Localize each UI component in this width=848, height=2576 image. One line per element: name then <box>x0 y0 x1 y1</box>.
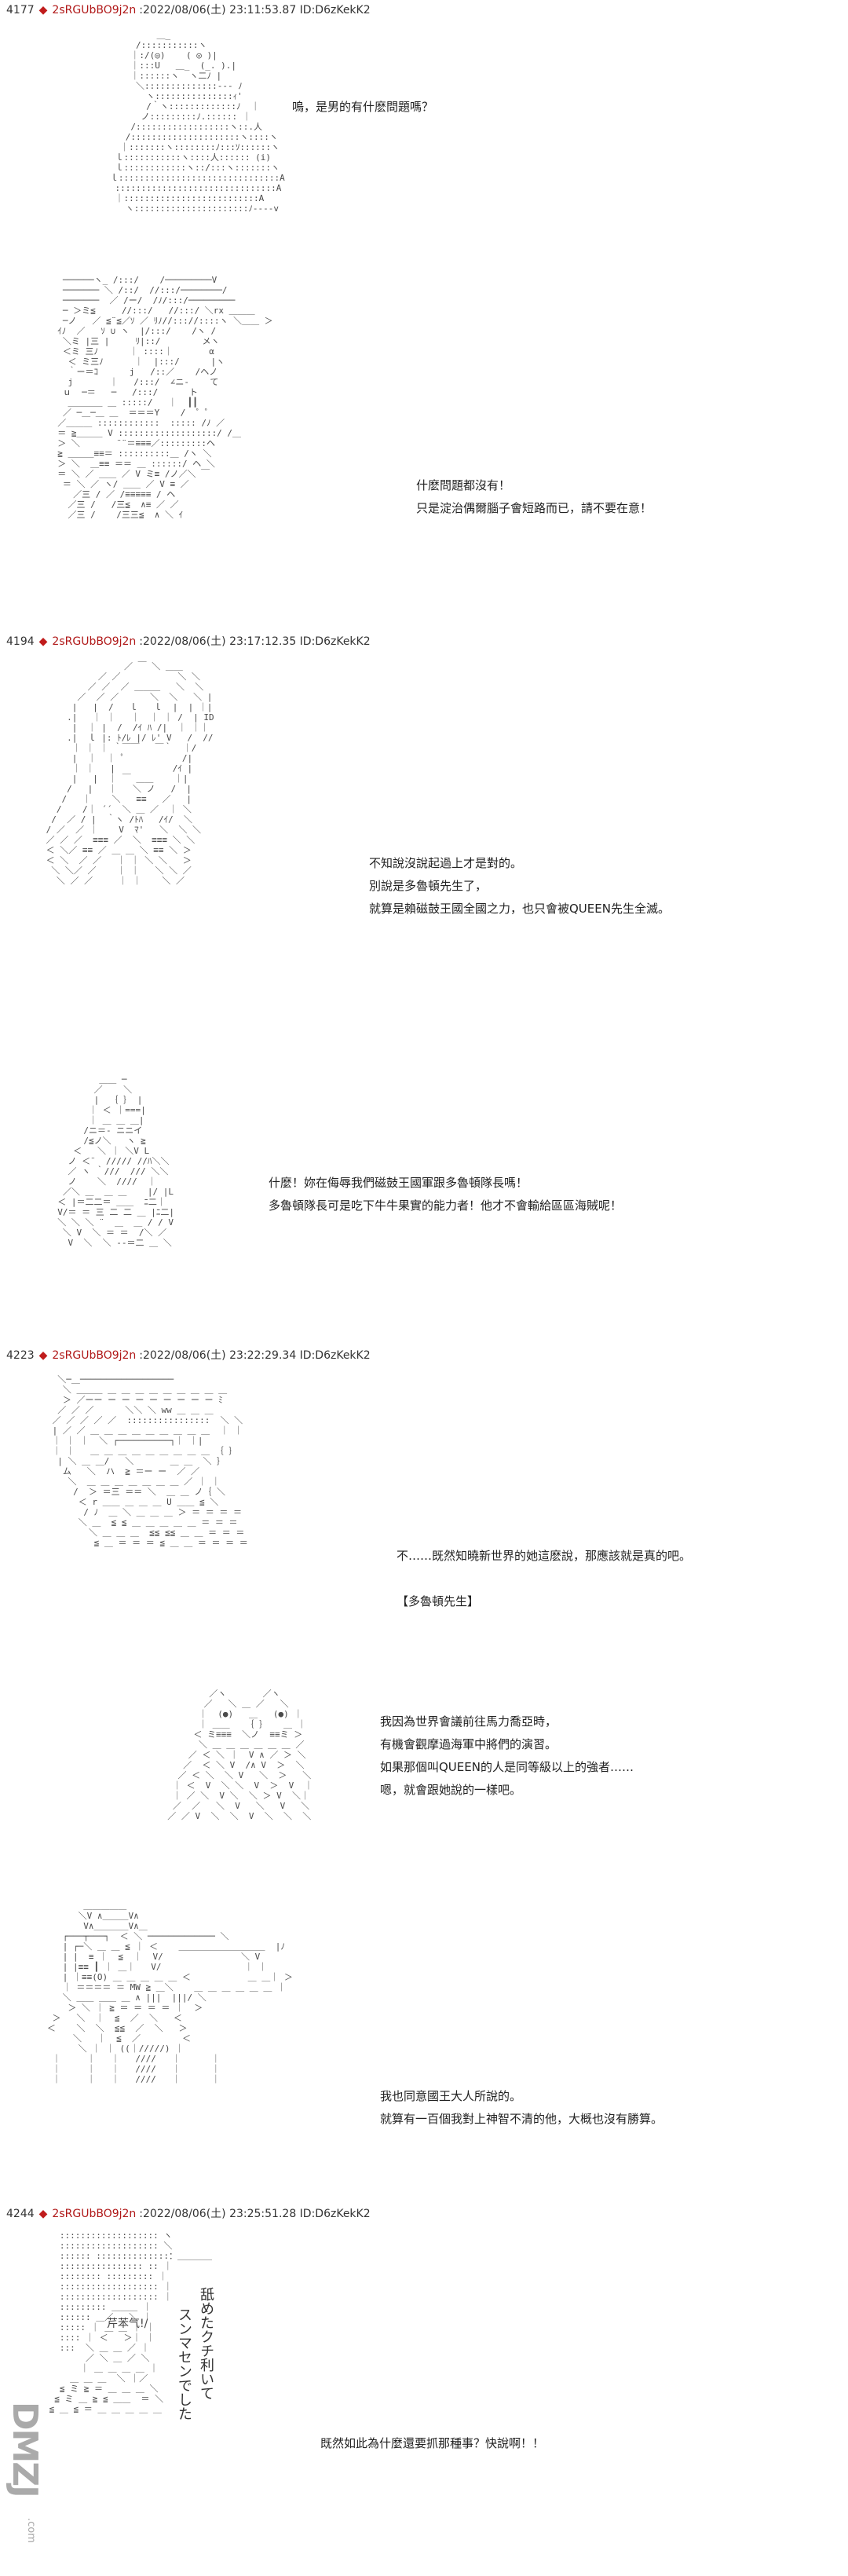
trip-diamond-icon: ◆ <box>38 1349 48 1362</box>
watermark-logo: DMZJ .com <box>3 2402 46 2559</box>
dialogue-line: 嗯，就會跟她說的一樣吧。 <box>380 1783 522 1797</box>
poster-name[interactable]: 2sRGUbBO9j2n <box>52 2208 137 2220</box>
poster-name[interactable]: 2sRGUbBO9j2n <box>52 1349 137 1362</box>
post-number: 4194 <box>6 635 35 648</box>
dialogue-line: 我也同意國王大人所說的。 <box>380 2089 522 2103</box>
vertical-text-left: スンマセンでした <box>176 2307 192 2420</box>
dialogue-line: 不知說沒說起過上才是對的。 <box>369 856 523 870</box>
dialogue-line: 別說是多魯頓先生了， <box>369 879 488 893</box>
ascii-art-scene: ──────ヽ_ /:::/ /─────────V ─────── ＼ /::… <box>57 275 273 520</box>
dialogue-line: 我因為世界會議前往馬力喬亞時， <box>380 1714 557 1729</box>
post-header: 4194◆ 2sRGUbBO9j2n:2022/08/06(土) 23:17:12… <box>6 633 371 653</box>
poster-name[interactable]: 2sRGUbBO9j2n <box>52 4 137 16</box>
dialogue-line: 有機會觀摩過海軍中將們的演習。 <box>380 1737 557 1751</box>
trip-diamond-icon: ◆ <box>38 4 48 16</box>
post-number: 4223 <box>6 1349 35 1362</box>
ascii-art-figure: ／ ￣ ＼ ＿＿ ／ ／ ＼ ＼ ／ ／ ／ ＿＿＿ ＼ ＼ ／ ／ ／ ＼ ＼… <box>46 661 214 886</box>
inset-text: 芹苯气!/ <box>107 2318 148 2330</box>
post-number: 4244 <box>6 2208 35 2220</box>
ascii-art-figure: ::::::::::::::::::: ヽ ::::::::::::::::::… <box>49 2230 212 2414</box>
dialogue-box: 什麼！妳在侮辱我們磁鼓王國軍跟多魯頓隊長嗎！ 多魯頓隊長可是吃下牛牛果實的能力者… <box>269 1172 622 1217</box>
dialogue-line: 【多魯頓先生】 <box>397 1594 480 1608</box>
dialogue-line: 嗚，是男的有什麽問題嗎？ <box>292 100 434 114</box>
dialogue-line: 什麽問題都沒有！ <box>416 478 511 492</box>
post-header: 4177◆ 2sRGUbBO9j2n:2022/08/06(土) 23:11:53… <box>6 2 371 22</box>
post-number: 4177 <box>6 4 35 16</box>
post-meta: :2022/08/06(土) 23:17:12.35 ID:D6zKekK2 <box>139 635 371 648</box>
dialogue-box: 我也同意國王大人所說的。 就算有一百個我對上神智不清的他，大概也沒有勝算。 <box>380 2085 663 2131</box>
dialogue-box: 不……既然知曉新世界的她這麽說，那應該就是真的吧。 【多魯頓先生】 <box>397 1545 691 1613</box>
trip-diamond-icon: ◆ <box>38 635 48 648</box>
post-meta: :2022/08/06(土) 23:22:29.34 ID:D6zKekK2 <box>139 1349 371 1362</box>
watermark-sub: .com <box>25 2518 37 2543</box>
dialogue-box: 我因為世界會議前往馬力喬亞時， 有機會觀摩過海軍中將們的演習。 如果那個叫QUE… <box>380 1711 634 1802</box>
dialogue-line: 就算有一百個我對上神智不清的他，大概也沒有勝算。 <box>380 2112 663 2126</box>
dialogue-line: 既然如此為什麼還要抓那種事？快說啊！！ <box>320 2436 545 2450</box>
post-meta: :2022/08/06(土) 23:11:53.87 ID:D6zKekK2 <box>139 4 371 16</box>
dialogue-box: 嗚，是男的有什麽問題嗎？ <box>292 96 433 119</box>
ascii-art-figure: ／ヽ ／ヽ ／ ＼ ＿ ／ ＼ ｜ (●) ＿ (●) ｜ ｜ ＿＿ ｛ ｝ ＿… <box>167 1689 313 1821</box>
trip-diamond-icon: ◆ <box>38 2208 48 2220</box>
dialogue-line: 什麼！妳在侮辱我們磁鼓王國軍跟多魯頓隊長嗎！ <box>269 1176 528 1190</box>
ascii-art-scene: ＿＿＿＿＿ ＼V ∧＿＿＿V∧ V∧＿＿＿＿V∧＿ ┌───┬───┐ ＜ ＼ … <box>46 1901 293 2084</box>
vertical-text-right: 舐めたクチ利いて <box>198 2287 214 2400</box>
post-meta: :2022/08/06(土) 23:25:51.28 ID:D6zKekK2 <box>139 2208 371 2220</box>
ascii-art-figure: ＿＿ ─ ／ ＼ | ｛ ｝ | ｜ ＜ ｜===| ｜ ＿ ＿ ＿| /ニ＝-… <box>57 1074 174 1248</box>
watermark-text: DMZJ <box>5 2402 45 2497</box>
dialogue-box: 不知說沒說起過上才是對的。 別說是多魯頓先生了， 就算是賴磁鼓王國全國之力，也只… <box>369 852 670 920</box>
dialogue-line <box>397 1568 691 1590</box>
dialogue-box: 什麽問題都沒有！ 只是淀治偶爾腦子會短路而已，請不要在意！ <box>416 474 652 520</box>
dialogue-line: 只是淀治偶爾腦子會短路而已，請不要在意！ <box>416 501 652 515</box>
dialogue-line: 就算是賴磁鼓王國全國之力，也只會被QUEEN先生全滅。 <box>369 902 670 916</box>
post-header: 4244◆ 2sRGUbBO9j2n:2022/08/06(土) 23:25:51… <box>6 2205 371 2226</box>
ascii-art-figure: ＿_ /:::::::::::ヽ ｜:/(◎) ( ◎ )| ｜:::U ＿_ … <box>109 30 285 214</box>
dialogue-line: 如果那個叫QUEEN的人是同等級以上的強者…… <box>380 1760 634 1774</box>
dialogue-line: 多魯頓隊長可是吃下牛牛果實的能力者！他才不會輸給區區海賊呢！ <box>269 1198 623 1213</box>
ascii-art-figure: ＼─＿────────────────── ＼ ＿＿＿ ＿ ＿ ＿ ＿ ＿ ＿ … <box>52 1374 248 1548</box>
dialogue-line: 不……既然知曉新世界的她這麽說，那應該就是真的吧。 <box>397 1549 692 1563</box>
poster-name[interactable]: 2sRGUbBO9j2n <box>52 635 137 648</box>
dialogue-box: 既然如此為什麼還要抓那種事？快說啊！！ <box>320 2432 544 2455</box>
post-header: 4223◆ 2sRGUbBO9j2n:2022/08/06(土) 23:22:29… <box>6 1347 371 1367</box>
